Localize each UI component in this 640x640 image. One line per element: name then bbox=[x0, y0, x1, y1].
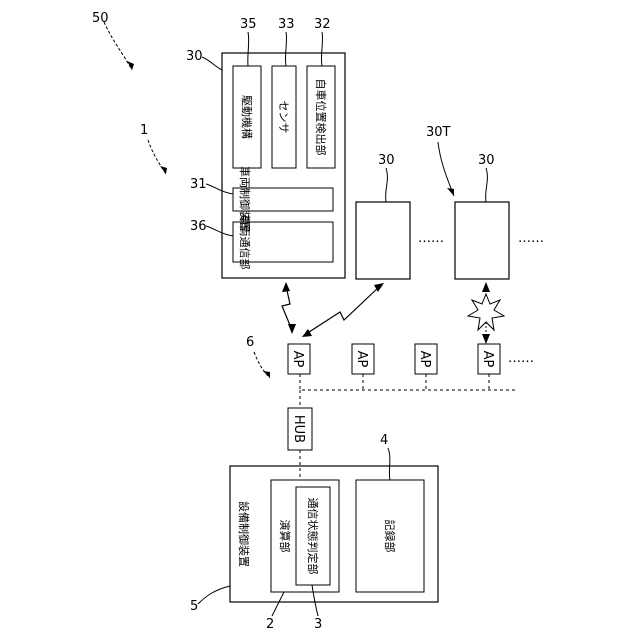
ref-6-arrowhead bbox=[263, 371, 270, 378]
drive-mechanism-label: 駆動機構 bbox=[240, 95, 254, 139]
vehicle-box-2 bbox=[356, 202, 410, 279]
wireless-link-vehicle1 bbox=[282, 286, 292, 330]
ref-3-leader bbox=[312, 585, 318, 616]
wireless-link-vehicle2-arrow-low bbox=[302, 329, 312, 337]
ref-5-label: 5 bbox=[190, 599, 198, 614]
recording-unit-label: 記録部 bbox=[383, 520, 397, 553]
ref-1-label: 1 bbox=[140, 123, 148, 138]
ref-4-leader bbox=[388, 448, 390, 480]
ref-30T-leader bbox=[438, 142, 454, 196]
ref-36-leader bbox=[206, 226, 233, 236]
wireless-link-vehicle1-arrow-top bbox=[282, 282, 290, 292]
wireless-link-vehicle2 bbox=[306, 286, 380, 334]
ref-31-leader bbox=[206, 184, 233, 194]
ref-1-arrowhead bbox=[160, 166, 167, 174]
ref-50-label: 50 bbox=[92, 11, 109, 26]
ref-30-2-leader bbox=[386, 168, 388, 202]
access-point-1-label: AP bbox=[290, 351, 305, 368]
position-detector-label: 自車位置検出部 bbox=[314, 79, 328, 156]
sensor-label: センサ bbox=[277, 101, 290, 134]
failed-link-arrow-top bbox=[482, 282, 490, 292]
ref-30-3-label: 30 bbox=[478, 153, 495, 168]
ref-50-arrowhead bbox=[127, 61, 134, 70]
communication-failure-burst-icon bbox=[468, 294, 504, 330]
ref-5-leader bbox=[198, 586, 230, 604]
ref-32-leader bbox=[321, 32, 322, 66]
ref-33-label: 33 bbox=[278, 17, 295, 32]
ref-30-leader bbox=[202, 57, 222, 70]
ref-31-label: 31 bbox=[190, 177, 207, 192]
wireless-link-vehicle1-arrow-bottom bbox=[288, 324, 296, 334]
comm-state-judge-label: 通信状態判定部 bbox=[306, 498, 320, 575]
failed-link-arrow-bottom bbox=[482, 334, 490, 344]
ref-30-3-leader bbox=[486, 168, 488, 202]
ref-2-label: 2 bbox=[266, 617, 274, 632]
vehicle-comm-label: 車両通信部 bbox=[238, 215, 252, 270]
facility-control-box bbox=[230, 466, 438, 602]
vehicle-box-3 bbox=[455, 202, 509, 279]
ref-36-label: 36 bbox=[190, 219, 207, 234]
hub-label: HUB bbox=[291, 415, 306, 443]
ref-30T-arrowhead bbox=[447, 188, 454, 196]
access-point-2-label: AP bbox=[354, 351, 369, 368]
ref-35-leader bbox=[248, 32, 249, 66]
ref-35-label: 35 bbox=[240, 17, 257, 32]
access-point-3-label: AP bbox=[417, 351, 432, 368]
access-point-ellipsis: …… bbox=[508, 351, 534, 366]
ref-30-label: 30 bbox=[186, 49, 203, 64]
ref-50-leader bbox=[104, 22, 132, 70]
ref-6-label: 6 bbox=[246, 335, 254, 350]
vehicle-ellipsis-2: …… bbox=[518, 231, 544, 246]
wired-bus-line bbox=[300, 374, 516, 390]
ref-32-label: 32 bbox=[314, 17, 331, 32]
ref-4-label: 4 bbox=[380, 433, 388, 448]
ref-2-leader bbox=[272, 592, 284, 616]
facility-control-label: 設備制御装置 bbox=[237, 501, 251, 567]
ref-30-2-label: 30 bbox=[378, 153, 395, 168]
vehicle-ellipsis-1: …… bbox=[418, 231, 444, 246]
compute-unit-label: 演算部 bbox=[278, 520, 292, 553]
ref-30T-label: 30T bbox=[426, 125, 451, 140]
ref-33-leader bbox=[285, 32, 286, 66]
ref-3-label: 3 bbox=[314, 617, 322, 632]
access-point-4-label: AP bbox=[480, 351, 495, 368]
